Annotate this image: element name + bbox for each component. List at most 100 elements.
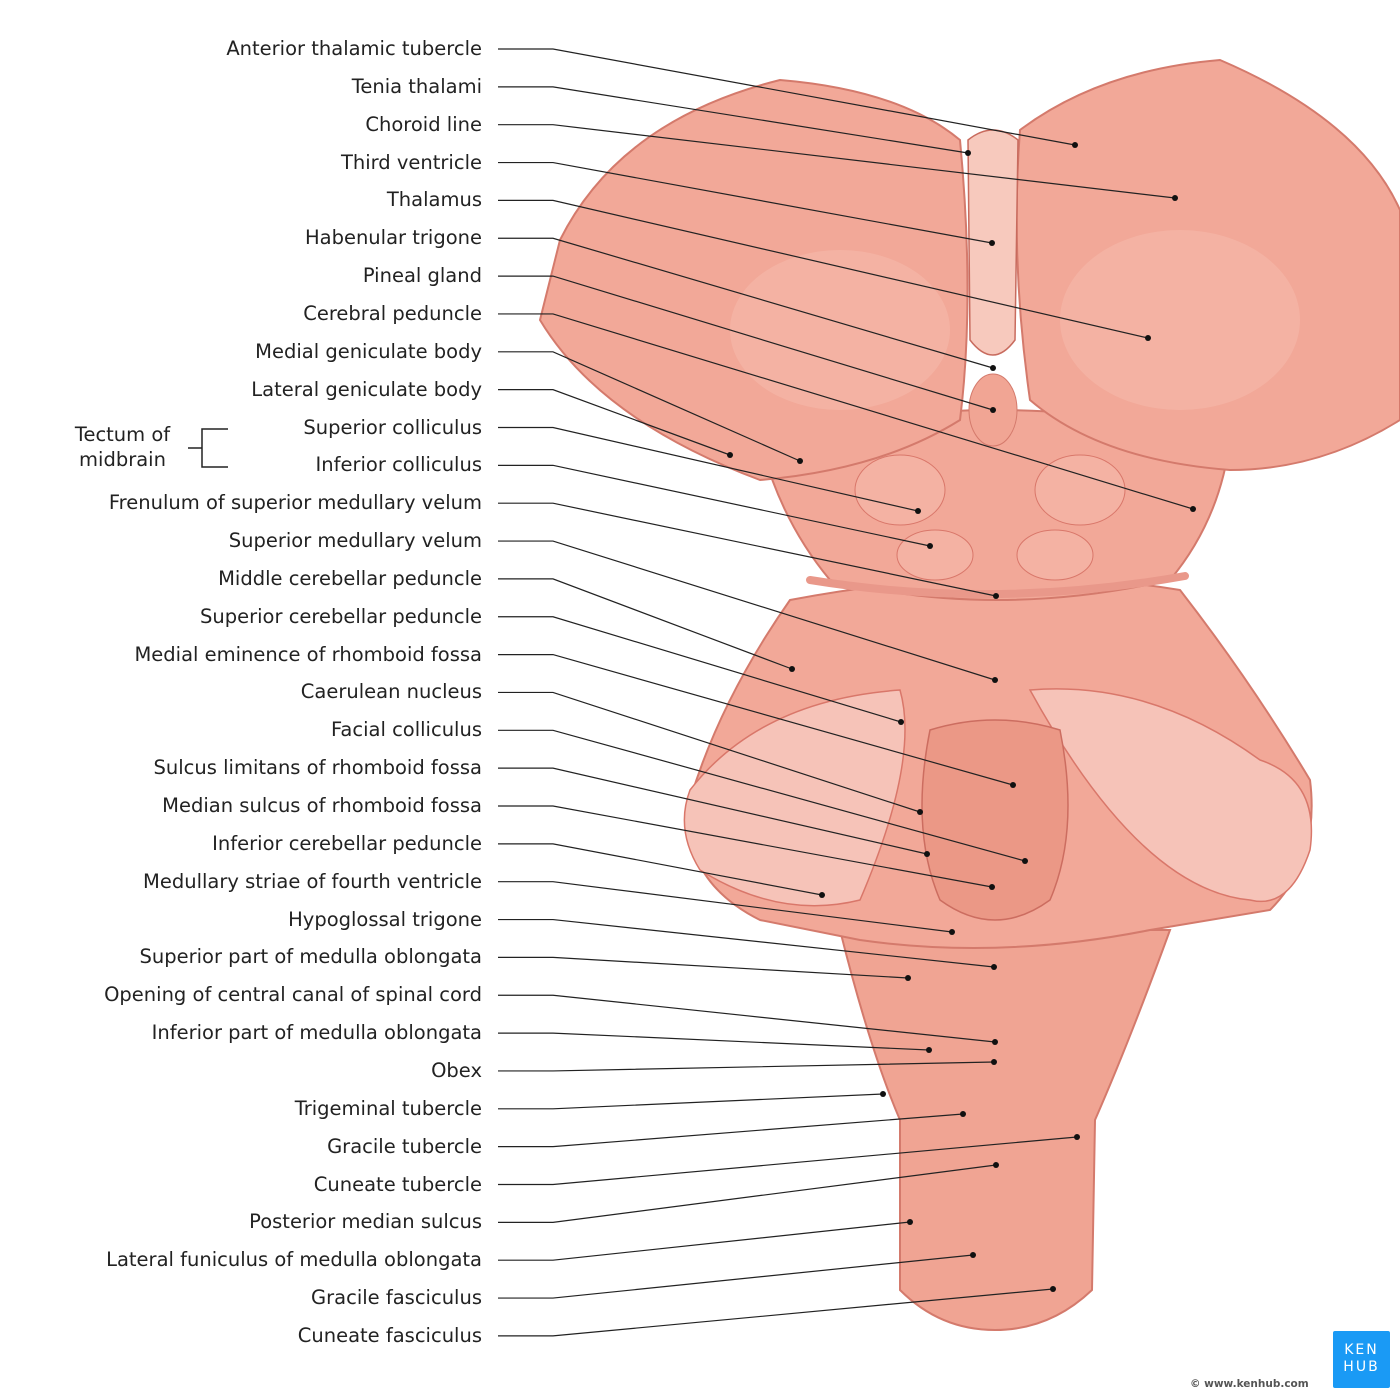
- leader-dot: [993, 593, 999, 599]
- leader-dot: [789, 666, 795, 672]
- leader-line: [498, 653, 1014, 786]
- label-lateral-funiculus-of-medulla-oblongata: Lateral funiculus of medulla oblongata: [106, 1248, 482, 1272]
- medulla-oblongata: [838, 929, 1172, 1332]
- leader-line: [498, 1136, 1078, 1186]
- label-third-ventricle: Third ventricle: [340, 150, 482, 174]
- label-gracile-tubercle: Gracile tubercle: [327, 1134, 482, 1158]
- leader-dot: [898, 719, 904, 725]
- leader-dot: [1172, 195, 1178, 201]
- label-thalamus: Thalamus: [386, 188, 482, 212]
- leader-dot: [905, 975, 911, 981]
- leader-line: [498, 805, 993, 888]
- leader-dot: [991, 964, 997, 970]
- leader-dot: [797, 458, 803, 464]
- leader-line: [498, 313, 1194, 510]
- leader-dot: [1022, 858, 1028, 864]
- leader-line: [498, 351, 801, 462]
- leader-dot: [926, 1047, 932, 1053]
- leader-line: [498, 275, 994, 411]
- tectum-bracket: [188, 428, 228, 468]
- leader-dot: [970, 1252, 976, 1258]
- label-cuneate-tubercle: Cuneate tubercle: [313, 1172, 482, 1196]
- leader-line: [498, 540, 996, 681]
- label-medullary-striae-of-fourth-ventricle: Medullary striae of fourth ventricle: [143, 869, 482, 893]
- label-anterior-thalamic-tubercle: Anterior thalamic tubercle: [226, 37, 482, 60]
- leader-dot: [1190, 506, 1196, 512]
- leader-line: [498, 86, 969, 154]
- label-gracile-fasciculus: Gracile fasciculus: [311, 1286, 482, 1310]
- leader-line: [498, 578, 793, 670]
- cut-peduncle-right: [1028, 688, 1313, 903]
- colliculus-left-sup: [854, 454, 946, 526]
- label-superior-medullary-velum: Superior medullary velum: [228, 529, 482, 553]
- leader-dot: [1072, 142, 1078, 148]
- leader-dot: [989, 240, 995, 246]
- leader-dot: [917, 809, 923, 815]
- colliculus-left-inf: [896, 529, 974, 581]
- label-superior-part-of-medulla-oblongata: Superior part of medulla oblongata: [139, 945, 482, 969]
- group-label-line2: midbrain: [79, 448, 166, 471]
- label-caerulean-nucleus: Caerulean nucleus: [300, 680, 482, 704]
- rhomboid-fossa: [921, 719, 1069, 921]
- label-frenulum-of-superior-medullary-velum: Frenulum of superior medullary velum: [108, 491, 482, 515]
- leader-line: [498, 124, 1176, 199]
- label-trigeminal-tubercle: Trigeminal tubercle: [294, 1096, 482, 1120]
- leader-dot: [880, 1091, 886, 1097]
- leader-line: [498, 1288, 1054, 1337]
- leader-dot: [927, 543, 933, 549]
- label-opening-of-central-canal-of-spinal-cord: Opening of central canal of spinal cord: [104, 983, 482, 1007]
- label-obex: Obex: [431, 1058, 482, 1082]
- label-hypoglossal-trigone: Hypoglossal trigone: [288, 907, 482, 931]
- leader-dot: [1050, 1286, 1056, 1292]
- label-inferior-colliculus: Inferior colliculus: [315, 453, 482, 477]
- colliculus-right-sup: [1034, 454, 1126, 526]
- brainstem-dorsal-view: [538, 58, 1400, 1332]
- leader-line: [498, 1093, 884, 1110]
- leader-line: [498, 199, 1149, 339]
- colliculus-right-inf: [1016, 529, 1094, 581]
- leader-dot: [1145, 335, 1151, 341]
- label-lateral-geniculate-body: Lateral geniculate body: [251, 377, 482, 401]
- leader-line: [498, 1113, 964, 1148]
- leader-dot: [990, 365, 996, 371]
- leader-line: [498, 843, 823, 896]
- leader-dot: [1074, 1134, 1080, 1140]
- leader-line: [498, 1032, 930, 1051]
- label-posterior-median-sulcus: Posterior median sulcus: [249, 1210, 482, 1234]
- leader-line: [498, 237, 994, 369]
- label-superior-colliculus: Superior colliculus: [303, 415, 482, 439]
- leader-dot: [727, 452, 733, 458]
- leader-line: [498, 48, 1076, 146]
- leader-line: [498, 1254, 974, 1299]
- leader-dot: [991, 1059, 997, 1065]
- leader-dot: [819, 892, 825, 898]
- leader-line: [498, 918, 995, 968]
- leader-dot: [915, 508, 921, 514]
- label-inferior-part-of-medulla-oblongata: Inferior part of medulla oblongata: [151, 1021, 482, 1045]
- leader-dot: [924, 851, 930, 857]
- leader-dot: [949, 929, 955, 935]
- leader-dot: [965, 150, 971, 156]
- label-medial-eminence-of-rhomboid-fossa: Medial eminence of rhomboid fossa: [134, 642, 482, 666]
- label-medial-geniculate-body: Medial geniculate body: [255, 339, 482, 363]
- leader-dot: [992, 1039, 998, 1045]
- leader-line: [498, 1164, 997, 1223]
- label-choroid-line: Choroid line: [365, 112, 482, 136]
- leader-dot: [1010, 782, 1016, 788]
- label-median-sulcus-of-rhomboid-fossa: Median sulcus of rhomboid fossa: [162, 794, 482, 817]
- leader-dot: [907, 1219, 913, 1225]
- label-cuneate-fasciculus: Cuneate fasciculus: [297, 1323, 482, 1347]
- leader-dot: [993, 1162, 999, 1168]
- leader-line: [498, 994, 996, 1043]
- logo-line2: HUB: [1343, 1359, 1380, 1375]
- kenhub-logo: KEN HUB: [1333, 1331, 1390, 1388]
- label-middle-cerebellar-peduncle: Middle cerebellar peduncle: [218, 566, 482, 590]
- leader-line: [498, 616, 902, 723]
- label-sulcus-limitans-of-rhomboid-fossa: Sulcus limitans of rhomboid fossa: [153, 756, 482, 780]
- leader-dot: [990, 407, 996, 413]
- leader-line: [498, 956, 909, 979]
- label-cerebral-peduncle: Cerebral peduncle: [303, 301, 482, 325]
- label-pineal-gland: Pineal gland: [362, 264, 482, 288]
- leader-line: [498, 426, 919, 512]
